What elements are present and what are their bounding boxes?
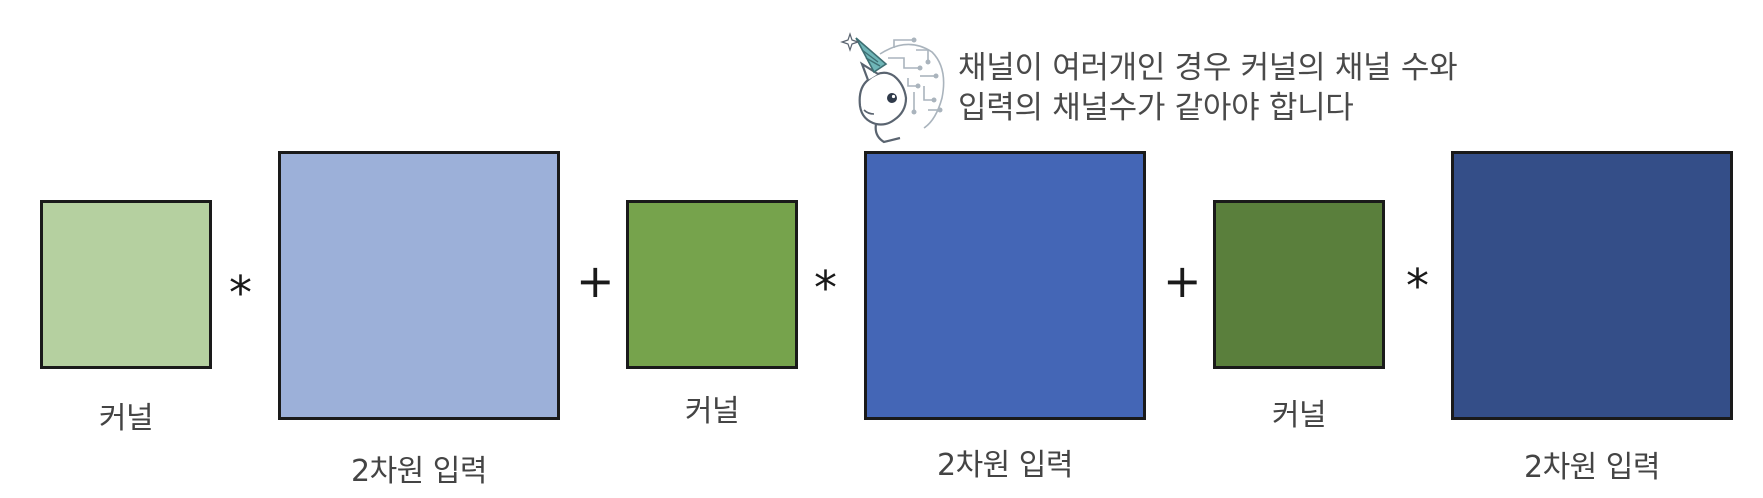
input-label-3: 2차원 입력 [1523,450,1661,485]
kernel-box-2 [626,200,798,369]
input-label-1: 2차원 입력 [350,454,488,489]
multiply-operator-2: * [814,261,837,315]
kernel-label-2: 커널 [684,394,740,429]
plus-operator-1: + [576,254,615,308]
input-label-2: 2차원 입력 [936,448,1074,483]
input-box-1 [278,151,560,420]
input-box-2 [864,151,1146,420]
kernel-label-1: 커널 [98,401,154,436]
note-line-2: 입력의 채널수가 같아야 합니다 [958,90,1354,126]
input-box-3 [1451,151,1733,420]
unicorn-mascot-icon [840,32,945,144]
multiply-operator-3: * [1406,259,1429,313]
kernel-label-3: 커널 [1271,398,1327,433]
multiply-operator-1: * [229,266,252,320]
kernel-box-1 [40,200,212,369]
note-line-1: 채널이 여러개인 경우 커널의 채널 수와 [958,50,1458,86]
kernel-box-3 [1213,200,1385,369]
plus-operator-2: + [1163,254,1202,308]
